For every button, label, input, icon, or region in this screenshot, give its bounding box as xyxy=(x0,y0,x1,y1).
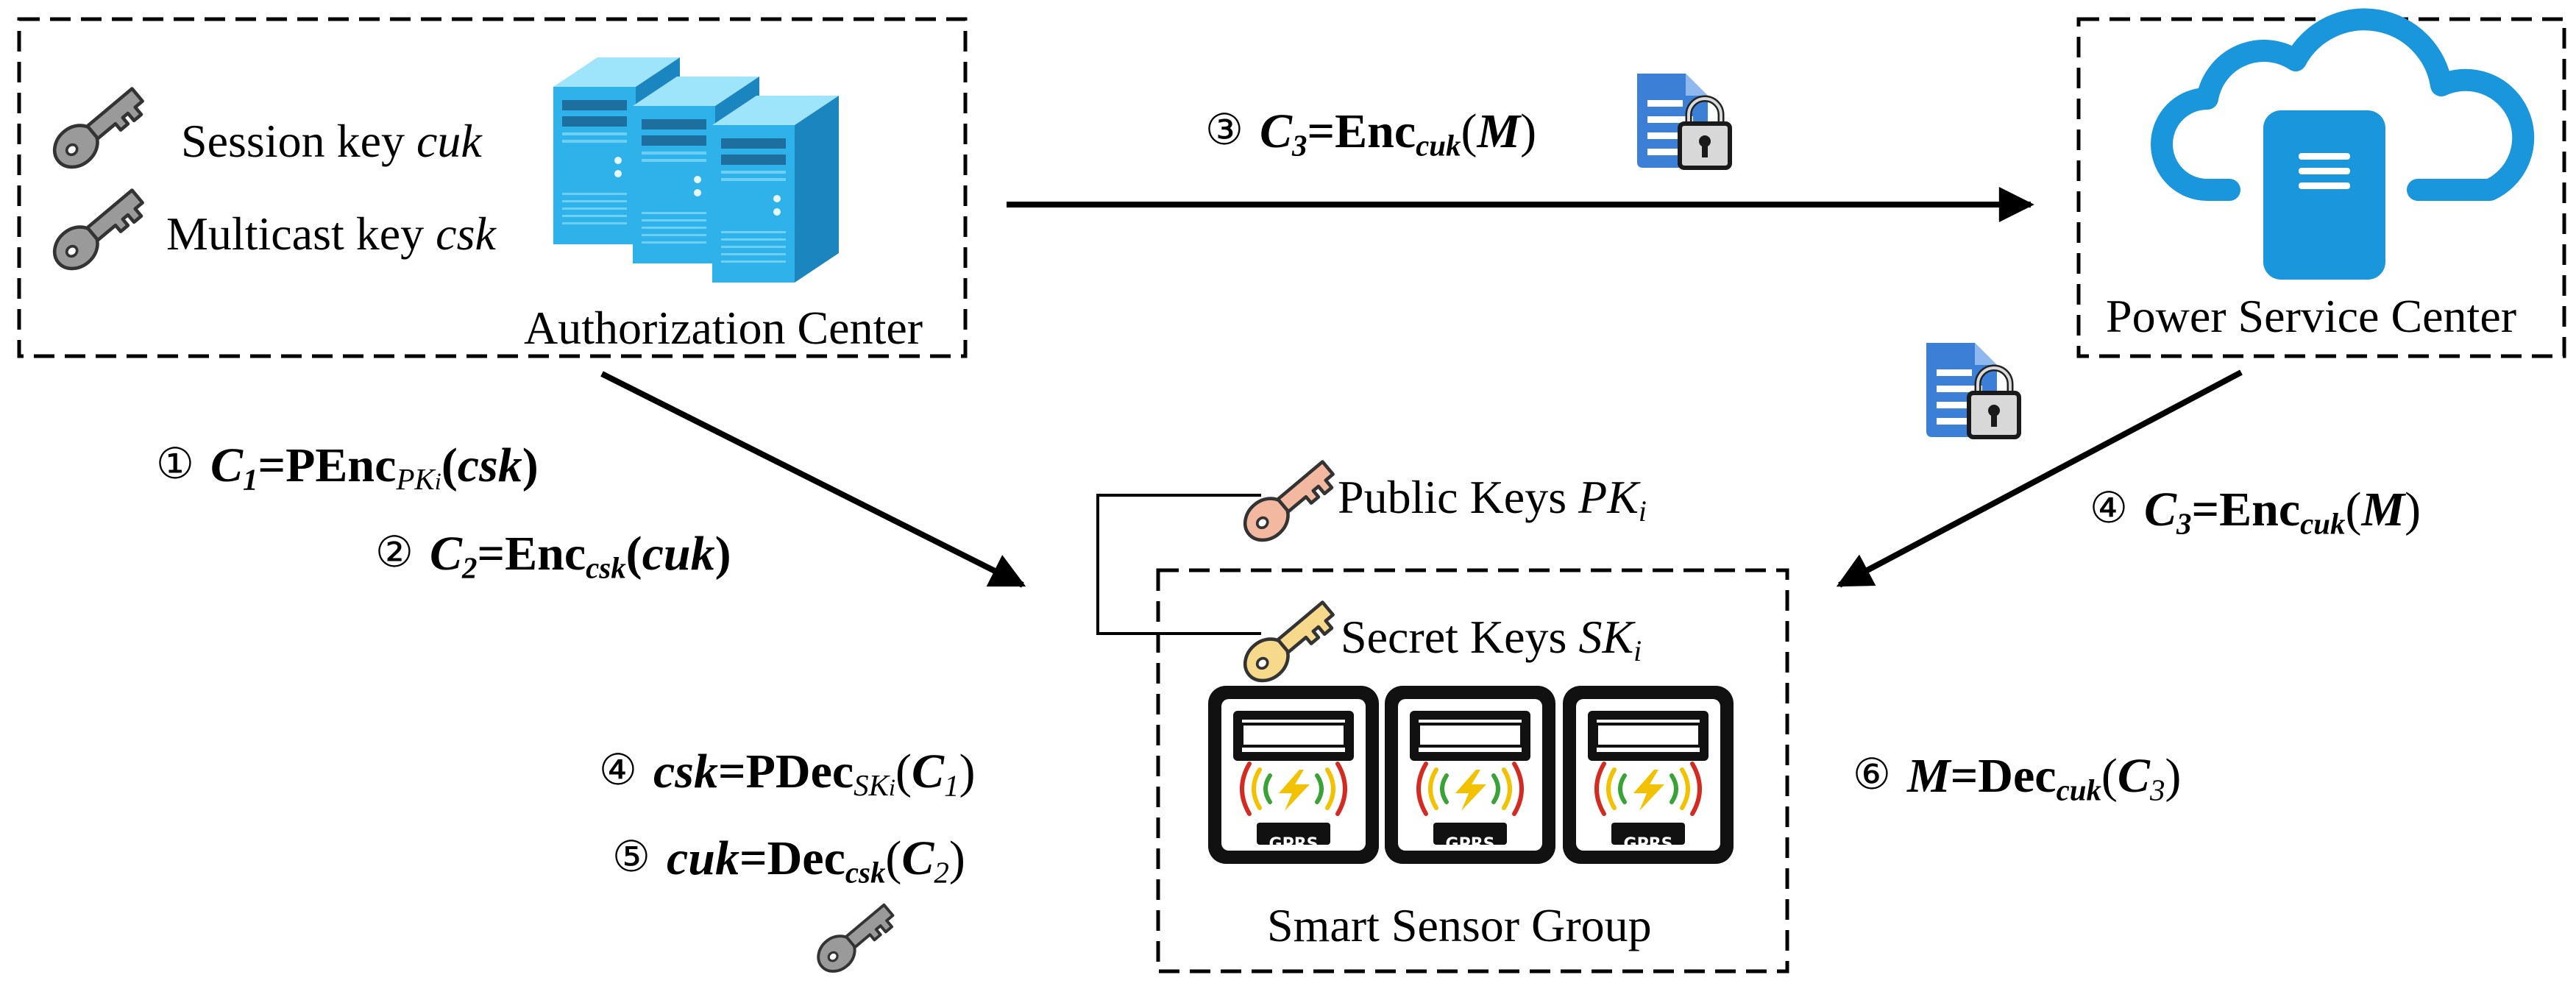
authorization-center-title: Authorization Center xyxy=(524,302,923,354)
multicast-key-label: Multicast key csk xyxy=(166,208,496,260)
secret-keys-label: Secret Keys SKi xyxy=(1341,611,1642,668)
meter-badge: GPRS xyxy=(1446,835,1495,854)
meter-badge: GPRS xyxy=(1624,835,1673,854)
yellow-key-icon xyxy=(1237,594,1340,689)
power-service-center-title: Power Service Center xyxy=(2106,290,2517,342)
cloud-server-icon xyxy=(2151,8,2535,280)
smart-sensor-group-box xyxy=(1156,568,1789,973)
arrow-authorization-to-sensors xyxy=(600,371,1026,588)
public-keys-label: Public Keys PKi xyxy=(1338,471,1647,528)
server-rack-icon xyxy=(553,57,839,283)
gray-key-icon xyxy=(46,80,149,175)
locked-document-icon xyxy=(1926,343,2019,437)
smart-sensor-group-title: Smart Sensor Group xyxy=(1267,899,1652,951)
gray-key-icon xyxy=(46,182,149,277)
pink-key-icon xyxy=(1237,453,1340,548)
locked-document-icon xyxy=(1637,74,1730,168)
meter-badge: GPRS xyxy=(1269,835,1319,854)
gray-key-icon xyxy=(809,896,901,980)
authorization-center-box xyxy=(17,17,968,358)
power-service-center-box xyxy=(2076,17,2566,358)
key-connector-line xyxy=(1096,494,1261,635)
session-key-label: Session key cuk xyxy=(181,115,482,167)
arrow-power-to-sensors xyxy=(1836,369,2243,588)
